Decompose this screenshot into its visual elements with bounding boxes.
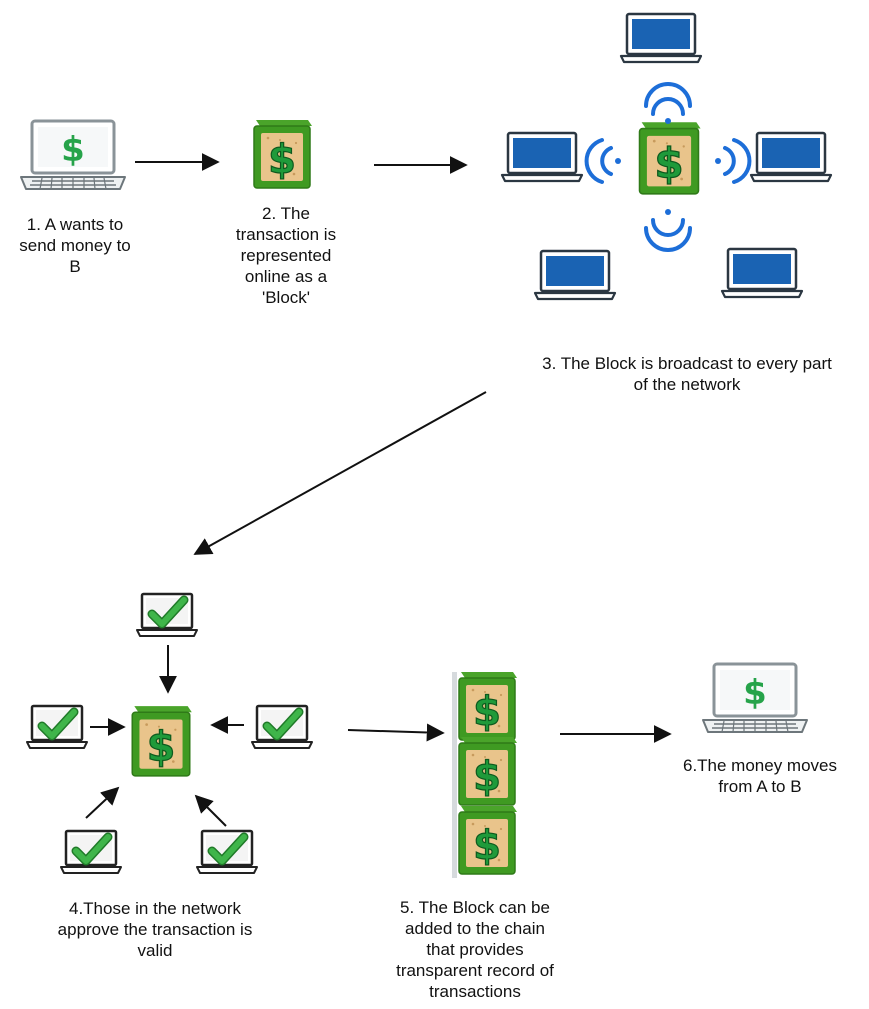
network-laptop-icon xyxy=(720,247,804,299)
step6-caption: 6.The money moves from A to B xyxy=(682,756,837,796)
wifi-down-icon xyxy=(644,209,692,252)
approving-laptop-icon xyxy=(137,594,197,636)
arrow-approval xyxy=(194,794,227,827)
step5-caption: 5. The Block can be added to the chain t… xyxy=(396,898,554,1001)
arrow-step4-to-step5 xyxy=(347,723,445,742)
arrow-approval xyxy=(85,786,120,819)
wifi-left-icon xyxy=(584,138,621,184)
approving-laptop-icon xyxy=(252,706,312,748)
network-laptop-icon xyxy=(533,249,617,301)
validation-cluster xyxy=(27,594,312,873)
network-laptop-icon xyxy=(619,12,703,64)
step1-caption: 1. A wants to send money to B xyxy=(19,215,131,276)
network-laptop-icon xyxy=(749,131,833,183)
broadcast-network xyxy=(500,12,833,301)
wifi-right-icon xyxy=(715,138,752,184)
wifi-up-icon xyxy=(644,82,692,124)
approving-laptop-icon xyxy=(61,831,121,873)
network-laptop-icon xyxy=(500,131,584,183)
receiver-laptop-icon xyxy=(702,662,808,734)
approving-laptop-icon xyxy=(27,706,87,748)
step2-caption: 2. The transaction is represented online… xyxy=(235,204,337,307)
step3-caption: 3. The Block is broadcast to every part … xyxy=(542,354,832,394)
transaction-block-icon xyxy=(253,119,313,189)
sender-laptop-icon xyxy=(20,119,126,191)
chain-block-icon xyxy=(458,736,518,806)
broadcast-block-icon xyxy=(638,121,702,195)
chain-block-icon xyxy=(458,805,518,875)
step4-caption: 4.Those in the network approve the trans… xyxy=(57,899,253,960)
arrow-step3-to-step4 xyxy=(193,391,487,555)
validated-block-icon xyxy=(131,705,193,777)
chain-block-icon xyxy=(458,671,518,741)
block-chain xyxy=(452,671,518,878)
approving-laptop-icon xyxy=(197,831,257,873)
